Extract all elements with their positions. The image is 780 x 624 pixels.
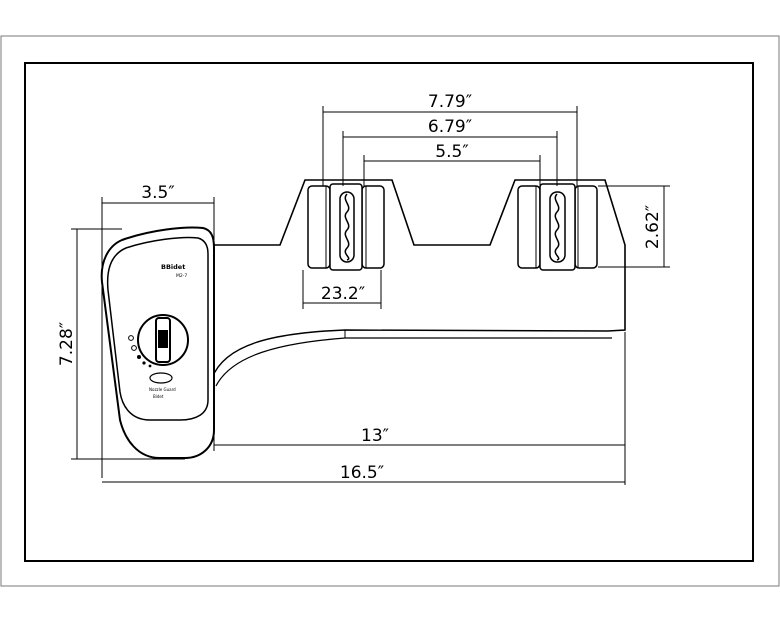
dim-13: 13″ (213, 332, 626, 485)
dim-label-679: 6.79″ (428, 117, 472, 137)
left-bracket (307, 183, 385, 271)
lower-label-1: Nozzle Guard (149, 387, 176, 392)
indicator-dot (128, 335, 134, 341)
lower-label-2: Bidet (153, 394, 164, 399)
hose-curve (211, 329, 609, 379)
base-plate-outline (214, 179, 626, 332)
dim-label-55: 5.5″ (435, 142, 468, 162)
bidet-logo-badge (149, 372, 173, 384)
dim-728: 7.28″ (57, 228, 185, 460)
dim-35: 3.5″ (101, 183, 215, 478)
dim-label-35: 3.5″ (141, 183, 174, 203)
indicator-dot (131, 345, 137, 351)
indicator-dot (148, 364, 152, 368)
brand-label: BBidet (161, 263, 185, 271)
inner-frame (24, 62, 754, 562)
right-bracket (517, 183, 598, 271)
dim-label-779: 7.79″ (428, 92, 472, 112)
control-panel: BBidet M2-7 Nozzle Guard Bidet (100, 226, 215, 459)
dim-label-165: 16.5″ (340, 463, 384, 483)
dim-232: 23.2″ (302, 270, 382, 309)
dim-label-262: 2.62″ (643, 205, 663, 249)
dim-679: 6.79″ (342, 117, 558, 186)
model-label: M2-7 (176, 273, 187, 279)
hose-curve-inner (215, 337, 612, 387)
indicator-dot (137, 355, 141, 359)
dim-label-13: 13″ (361, 426, 389, 446)
outer-frame (0, 35, 780, 587)
dim-label-728: 7.28″ (57, 322, 77, 366)
dim-165: 16.5″ (102, 463, 625, 483)
indicator-dot (142, 361, 146, 365)
dim-779: 7.79″ (322, 92, 578, 186)
dim-55: 5.5″ (363, 142, 541, 186)
dim-262: 2.62″ (598, 185, 670, 268)
dim-label-232: 23.2″ (321, 284, 365, 304)
